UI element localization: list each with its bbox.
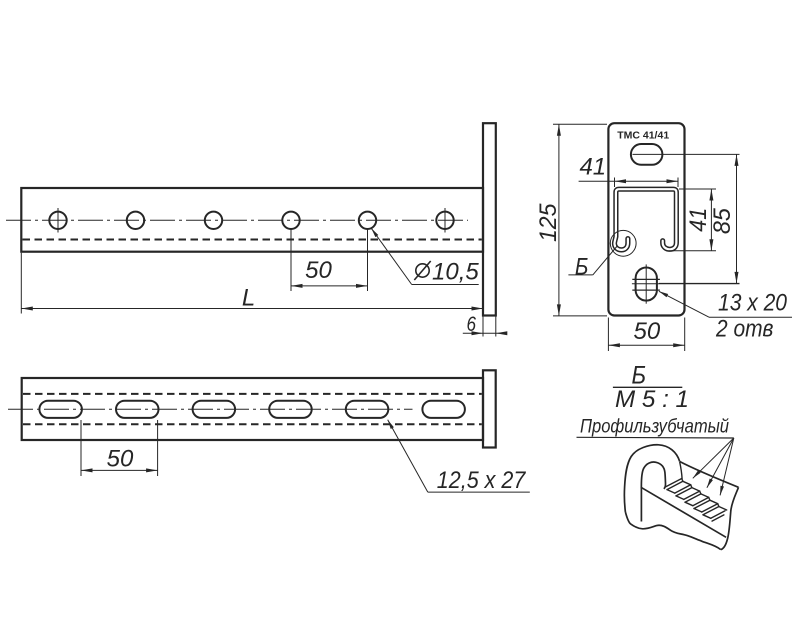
- svg-text:50: 50: [107, 446, 134, 473]
- svg-text:50: 50: [305, 257, 332, 284]
- svg-text:50: 50: [634, 318, 661, 345]
- svg-text:L: L: [242, 285, 255, 312]
- svg-text:Профильзубчатый: Профильзубчатый: [580, 417, 729, 438]
- svg-text:Б: Б: [575, 253, 589, 280]
- svg-text:125: 125: [535, 203, 562, 242]
- svg-text:2 отв: 2 отв: [715, 316, 773, 343]
- svg-text:41: 41: [685, 208, 712, 232]
- svg-text:13 х 20: 13 х 20: [718, 290, 788, 317]
- svg-text:85: 85: [709, 207, 736, 234]
- svg-text:Б: Б: [632, 362, 647, 390]
- svg-text:12,5 х 27: 12,5 х 27: [437, 467, 527, 494]
- svg-text:6: 6: [467, 313, 477, 336]
- svg-text:ТМС 41/41: ТМС 41/41: [617, 130, 669, 142]
- svg-text:10,5: 10,5: [432, 259, 479, 286]
- svg-text:41: 41: [579, 154, 606, 181]
- svg-text:М 5 : 1: М 5 : 1: [615, 386, 689, 413]
